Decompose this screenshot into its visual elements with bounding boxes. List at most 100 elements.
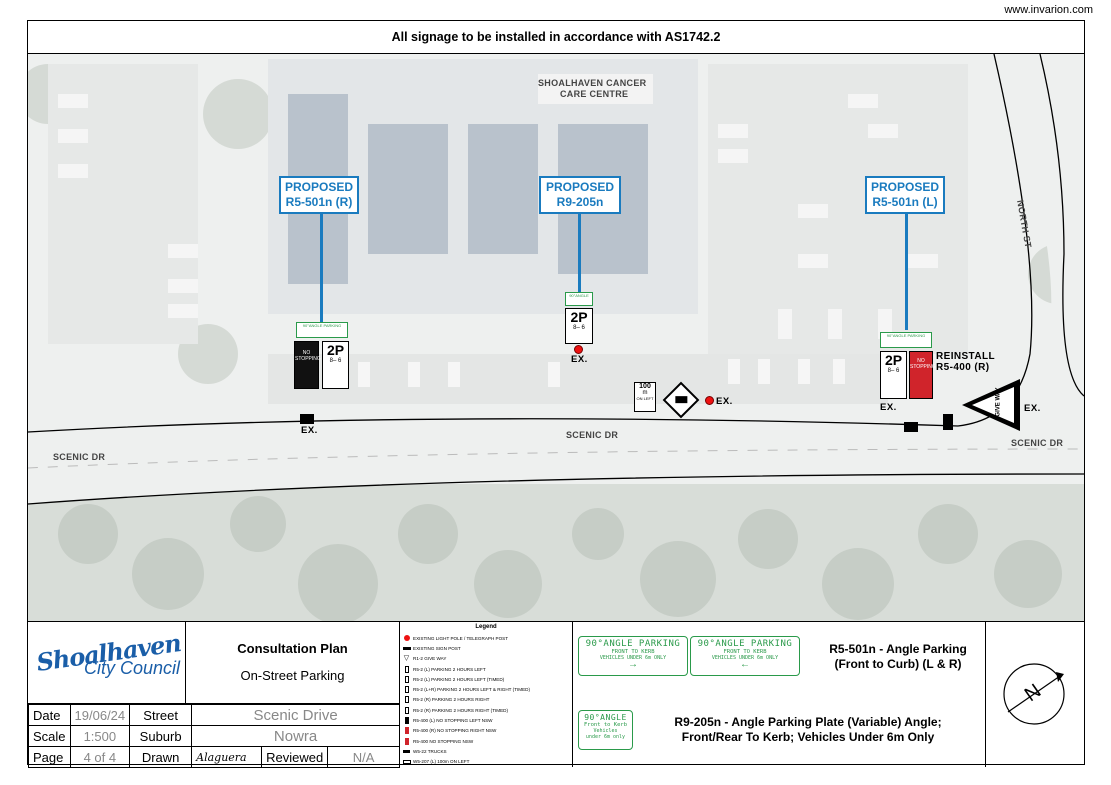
plate-sub2: VEHICLES UNDER 6m ONLY — [711, 655, 779, 661]
rect-icon — [402, 665, 411, 673]
legend-list: EXISTING LIGHT POLE / TELEGRAPH POST EXI… — [402, 633, 570, 767]
care-centre-label-1: SHOALHAVEN CANCER — [538, 78, 647, 88]
times-text: 8– 6 — [329, 358, 342, 364]
truck-icon — [675, 396, 688, 404]
legend-item: W5-207 (L) 100m ON LEFT — [402, 757, 570, 767]
plan-title: Consultation Plan — [237, 641, 348, 656]
wide-rect-icon — [402, 758, 411, 766]
title-block: Shoalhaven City Council Consultation Pla… — [28, 621, 1084, 768]
arrow-left-icon: ← — [740, 659, 750, 670]
plan-subtitle: On-Street Parking — [240, 668, 345, 683]
plate-small-sub1: Front to Kerb — [583, 722, 628, 728]
ex-label-1: EX. — [301, 425, 318, 436]
suburb-value: Nowra — [191, 725, 400, 747]
north-arrow-icon — [1003, 663, 1065, 725]
give-way-sign — [962, 379, 1020, 431]
legend-text: R5-2 (L+R) PARKING 2 HOURS LEFT & RIGHT … — [413, 687, 531, 693]
red-dot-icon — [402, 634, 411, 642]
plate-small-sub2: Vehicles — [593, 728, 618, 734]
two-p-text: 2P — [326, 342, 345, 358]
angle-parking-plate-1: 90°ANGLE PARKING — [296, 322, 348, 338]
black-rect-icon — [402, 717, 411, 725]
scenic-dr-label-left: SCENIC DR — [53, 452, 106, 462]
callout-line2: R9-205n — [556, 195, 604, 209]
existing-pole-1 — [574, 345, 583, 354]
truck-icon — [402, 747, 411, 755]
date-label: Date — [28, 704, 71, 726]
scale-label: Scale — [28, 725, 71, 747]
legend-text: R5-2 (R) PARKING 2 HOURS RIGHT (TIMED) — [413, 707, 509, 713]
two-p-sign-1: 2P 8– 6 — [322, 341, 349, 389]
rect-icon — [402, 706, 411, 714]
no-stopping-text: NO STOPPING — [295, 350, 321, 362]
ex-label-5: EX. — [1024, 403, 1041, 414]
drawn-label: Drawn — [129, 746, 193, 768]
angle-parking-plate-small: 90°ANGLE Front to Kerb Vehicles under 6m… — [578, 710, 633, 750]
aerial-map: SHOALHAVEN CANCER CARE CENTRE NORTH ST S… — [28, 54, 1084, 621]
hundred-m-sign: 100 m ON LEFT — [634, 382, 656, 412]
legend-item: R5-2 (R) PARKING 2 HOURS RIGHT — [402, 695, 570, 705]
legend-text: EXISTING SIGN POST — [413, 645, 461, 651]
callout-r5-501n-r: PROPOSED R5-501n (R) — [279, 176, 360, 214]
legend-text: R5-400 (L) NO STOPPING LEFT NSW — [413, 718, 493, 724]
info-table: Date 19/06/24 Street Scenic Drive Scale … — [28, 704, 400, 768]
legend-text: R5-400 NO STOPPING NSW — [413, 738, 474, 744]
info-row-date: Date 19/06/24 Street Scenic Drive — [28, 704, 400, 726]
red-rect-icon — [402, 727, 411, 735]
desc2-line1: R9-205n - Angle Parking Plate (Variable)… — [674, 715, 942, 729]
info-row-scale: Scale 1:500 Suburb Nowra — [28, 725, 400, 747]
callout-r5-501n-l: PROPOSED R5-501n (L) — [865, 176, 946, 214]
callout-line1: PROPOSED — [285, 180, 354, 194]
ex-label-4: EX. — [880, 402, 897, 413]
two-p-sign-2: 2P 8– 6 — [565, 308, 593, 344]
legend-item: R5-400 (R) NO STOPPING RIGHT NSW — [402, 726, 570, 736]
legend-text: W5-207 (L) 100m ON LEFT — [413, 759, 470, 765]
street-value: Scenic Drive — [191, 704, 400, 726]
times-text: 8– 6 — [887, 368, 900, 374]
legend-text: W5-22 TRUCKS — [413, 748, 447, 754]
hundred-m-side: ON LEFT — [636, 396, 654, 401]
plate-sub1: FRONT TO KERB — [723, 649, 767, 655]
legend-item: R5-2 (L) PARKING 2 HOURS LEFT — [402, 664, 570, 674]
angle-parking-plate-3: 90°ANGLE PARKING — [880, 332, 932, 348]
sign-descriptions: 90°ANGLE PARKING FRONT TO KERB VEHICLES … — [573, 622, 986, 767]
desc1-line2: (Front to Curb) (L & R) — [834, 657, 962, 671]
legend-item: R5-400 (L) NO STOPPING LEFT NSW — [402, 715, 570, 725]
rect-icon — [402, 675, 411, 683]
drawn-signature: Alaguera — [191, 746, 263, 768]
care-centre-label-2: CARE CENTRE — [560, 89, 629, 99]
legend-text: R1-2 GIVE WAY — [413, 656, 447, 662]
reinstall-line2: R5-400 (R) — [936, 362, 990, 373]
council-logo: Shoalhaven City Council — [28, 622, 186, 704]
legend-text: R5-2 (L) PARKING 2 HOURS LEFT — [413, 666, 486, 672]
reinstall-note: REINSTALL R5-400 (R) — [936, 351, 995, 373]
legend-item: EXISTING LIGHT POLE / TELEGRAPH POST — [402, 633, 570, 643]
no-stopping-text: NO STOPPING — [910, 358, 936, 370]
sign-post-icon — [402, 644, 411, 652]
legend-text: EXISTING LIGHT POLE / TELEGRAPH POST — [413, 635, 509, 641]
hundred-m-value: 100 — [639, 383, 651, 390]
rect-icon — [402, 686, 411, 694]
site-url[interactable]: www.invarion.com — [1004, 4, 1093, 16]
arrow-right-icon: → — [628, 659, 638, 670]
callout-leader-2 — [578, 212, 581, 292]
angle-parking-plate-2: 90°ANGLE — [565, 292, 593, 306]
header-note: All signage to be installed in accordanc… — [28, 21, 1084, 54]
times-text: 8– 6 — [573, 325, 585, 331]
legend-text: R5-2 (L) PARKING 2 HOURS LEFT (TIMED) — [413, 676, 505, 682]
legend-item: R5-2 (R) PARKING 2 HOURS RIGHT (TIMED) — [402, 705, 570, 715]
legend: Legend EXISTING LIGHT POLE / TELEGRAPH P… — [400, 622, 573, 767]
legend-item: R5-2 (L+R) PARKING 2 HOURS LEFT & RIGHT … — [402, 684, 570, 694]
angle-parking-plate-right: 90°ANGLE PARKING FRONT TO KERB VEHICLES … — [578, 636, 688, 676]
two-p-text: 2P — [884, 352, 903, 368]
reinstall-line1: REINSTALL — [936, 351, 995, 362]
scenic-dr-label-right: SCENIC DR — [1011, 438, 1064, 448]
desc1-line1: R5-501n - Angle Parking — [829, 642, 967, 656]
legend-text: R5-400 (R) NO STOPPING RIGHT NSW — [413, 728, 497, 734]
page-value: 4 of 4 — [69, 746, 131, 768]
plate-sub1: FRONT TO KERB — [611, 649, 655, 655]
red-rect-icon — [402, 737, 411, 745]
legend-item: W5-22 TRUCKS — [402, 746, 570, 756]
drawing-sheet: All signage to be installed in accordanc… — [27, 20, 1085, 768]
callout-line1: PROPOSED — [871, 180, 940, 194]
